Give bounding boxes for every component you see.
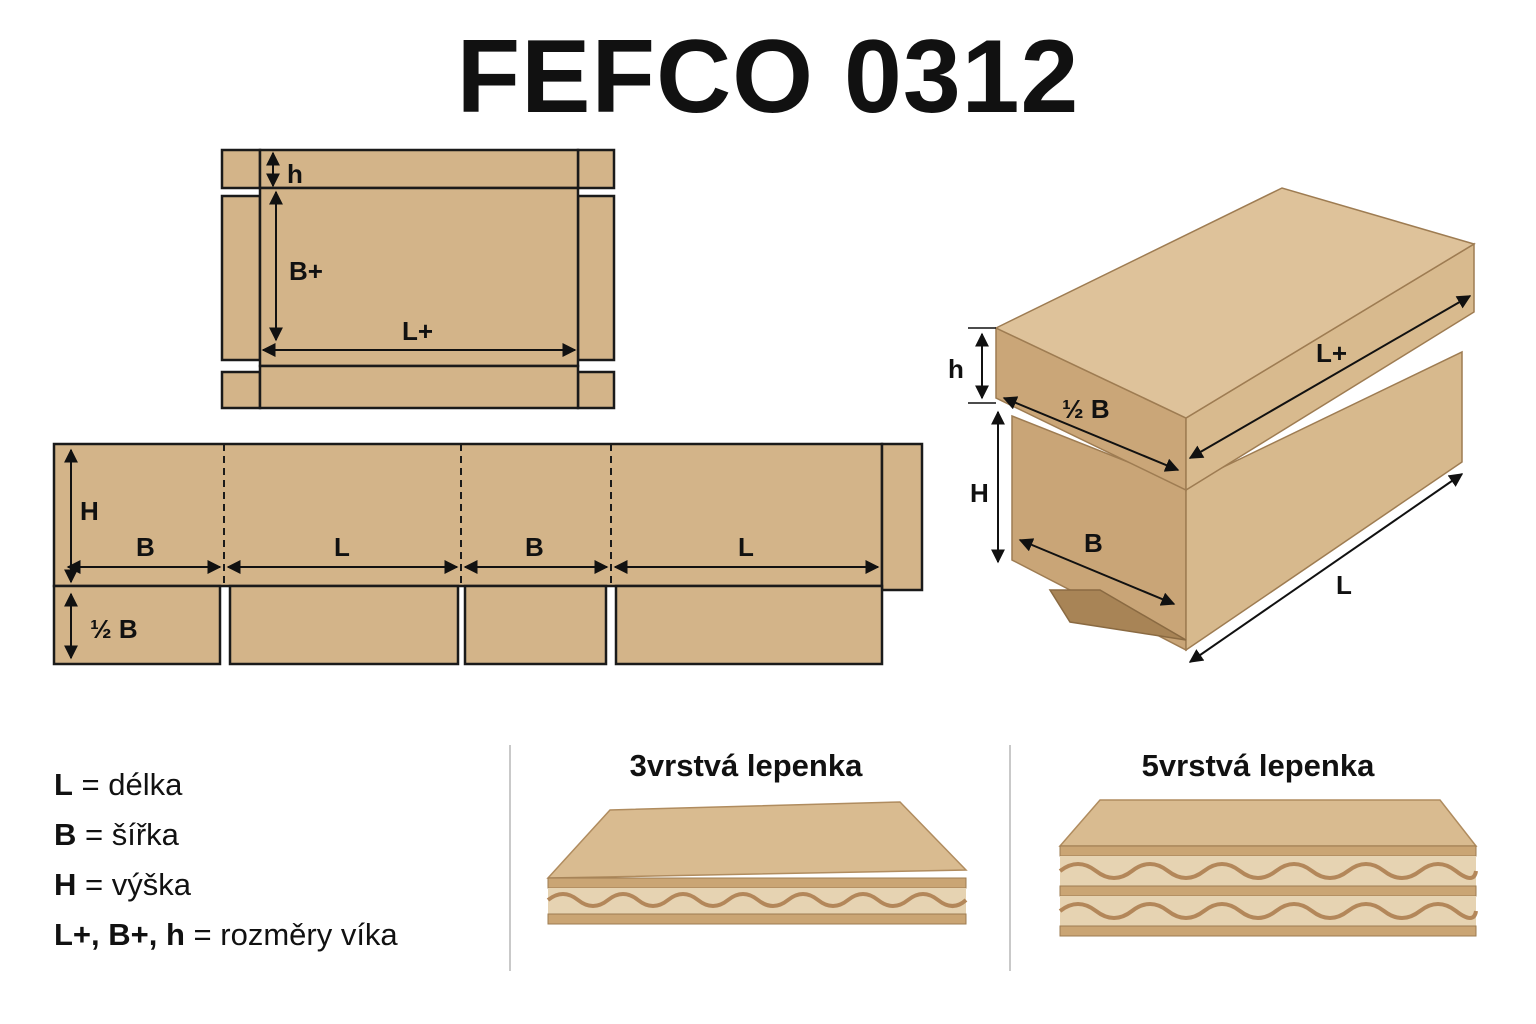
box3d-B-label: B (1084, 528, 1103, 558)
board3-bottom-liner (547, 913, 967, 925)
divider-right (1009, 745, 1011, 971)
board5-bottom-liner (1059, 925, 1477, 937)
legend-desc: = rozměry víka (184, 917, 398, 952)
board5-top-surface (1058, 799, 1478, 847)
legend-item-b: B = šířka (54, 810, 398, 860)
lid-h-label: h (287, 159, 303, 189)
board5-flute-wave-2 (1058, 902, 1478, 920)
divider-left (509, 745, 511, 971)
legend-item-lid: L+, B+, h = rozměry víka (54, 910, 398, 960)
board3-top-surface (546, 801, 968, 879)
legend-key: L (54, 767, 73, 802)
legend-key: L+, B+, h (54, 917, 185, 952)
board3-top-liner (547, 877, 967, 889)
board5-flute-wave-1 (1058, 862, 1478, 880)
box3d-H-label: H (970, 478, 989, 508)
board-5-layer (1058, 799, 1478, 937)
board-3-layer (546, 801, 968, 925)
board5-flute-space-2 (1060, 896, 1476, 926)
box-net: H B L B L ½ B (52, 442, 924, 666)
legend-item-h: H = výška (54, 860, 398, 910)
box3d-half-b-label: ½ B (1062, 394, 1110, 424)
box3d-l-plus-label: L+ (1316, 338, 1347, 368)
board5-middle-liner (1059, 885, 1477, 897)
net-half-b-label: ½ B (90, 614, 138, 644)
board-3-title: 3vrstvá lepenka (629, 748, 863, 783)
page-title: FEFCO 0312 (456, 19, 1080, 135)
net-l2-label: L (738, 532, 754, 562)
net-h-label: H (80, 496, 99, 526)
board5-top-liner (1059, 845, 1477, 857)
board5-flute-space-1 (1060, 856, 1476, 886)
box3d-h-label: h (948, 354, 964, 384)
legend-desc: = délka (72, 767, 183, 802)
legend-key: H (54, 867, 77, 902)
board3-flute-wave (546, 892, 968, 908)
legend-item-l: L = délka (54, 760, 398, 810)
net-l1-label: L (334, 532, 350, 562)
lid-net: h B+ L+ (220, 148, 616, 410)
board-5-title: 5vrstvá lepenka (1141, 748, 1375, 783)
legend-desc: = výška (76, 867, 191, 902)
lid-b-plus-label: B+ (289, 256, 323, 286)
box3d-L-label: L (1336, 570, 1352, 600)
legend-desc: = šířka (76, 817, 179, 852)
net-b1-label: B (136, 532, 155, 562)
net-b2-label: B (525, 532, 544, 562)
box-3d: h H ½ B L+ B L (948, 187, 1476, 663)
legend: L = délka B = šířka H = výška L+, B+, h … (54, 760, 398, 960)
lid-l-plus-label: L+ (402, 316, 433, 346)
legend-key: B (54, 817, 77, 852)
